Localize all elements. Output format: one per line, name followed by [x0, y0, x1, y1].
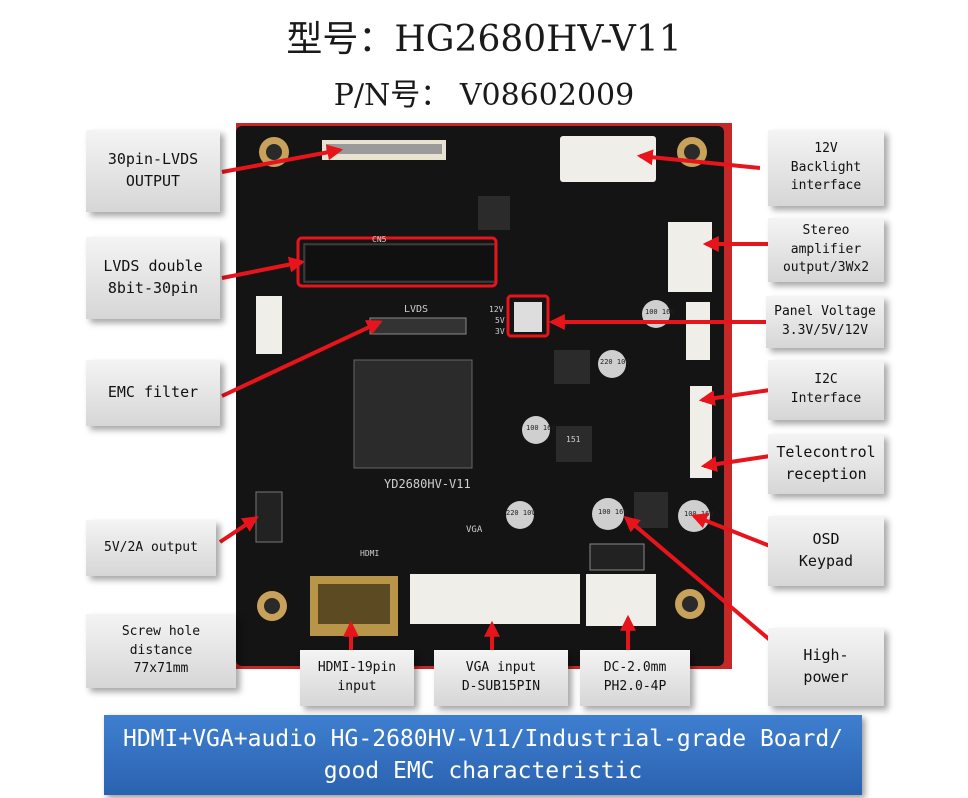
label-telecontrol: Telecontrol reception — [768, 434, 884, 494]
callout-arrows — [218, 144, 772, 668]
label-screw-hole: Screw hole distance 77x71mm — [86, 614, 236, 688]
main-ic — [353, 359, 473, 469]
svg-text:HDMI: HDMI — [360, 549, 379, 558]
label-lvds-double: LVDS double 8bit-30pin — [86, 237, 220, 319]
vga-connector — [410, 574, 580, 624]
svg-text:100 16V: 100 16V — [645, 308, 675, 316]
svg-text:100 16V: 100 16V — [598, 508, 628, 516]
model-title: 型号：HG2680HV-V11 — [286, 19, 682, 60]
svg-text:CN5: CN5 — [372, 235, 387, 244]
svg-text:151: 151 — [566, 435, 581, 444]
dc-connector — [586, 574, 656, 626]
label-panel-voltage: Panel Voltage 3.3V/5V/12V — [766, 296, 884, 348]
label-i2c: I2C Interface — [768, 360, 884, 420]
silk-model: YD2680HV-V11 — [384, 477, 471, 491]
label-vga: VGA input D-SUB15PIN — [434, 650, 568, 706]
svg-text:5V: 5V — [495, 316, 505, 325]
label-hdmi: HDMI-19pin input — [300, 650, 414, 706]
svg-text:220 10V: 220 10V — [600, 358, 630, 366]
label-5v-output: 5V/2A output — [86, 520, 216, 576]
label-high-power: High- power — [768, 628, 884, 706]
svg-text:220 10V: 220 10V — [506, 509, 536, 517]
label-backlight: 12V Backlight interface — [768, 130, 884, 206]
label-lvds-output: 30pin-LVDS OUTPUT — [86, 130, 220, 212]
backlight-connector — [560, 136, 656, 182]
part-number: P/N号： V08602009 — [333, 78, 635, 113]
svg-text:3V: 3V — [495, 327, 505, 336]
label-osd: OSD Keypad — [768, 516, 884, 586]
stereo-connector — [668, 222, 712, 292]
svg-text:100 16V: 100 16V — [526, 424, 556, 432]
svg-text:LVDS: LVDS — [404, 304, 428, 315]
svg-text:VGA: VGA — [466, 525, 483, 535]
feature-banner: HDMI+VGA+audio HG-2680HV-V11/Industrial-… — [104, 715, 862, 795]
label-emc-filter: EMC filter — [86, 360, 220, 426]
label-dc: DC-2.0mm PH2.0-4P — [580, 650, 690, 706]
svg-text:12V: 12V — [489, 305, 504, 314]
label-stereo: Stereo amplifier output/3Wx2 — [768, 218, 884, 282]
